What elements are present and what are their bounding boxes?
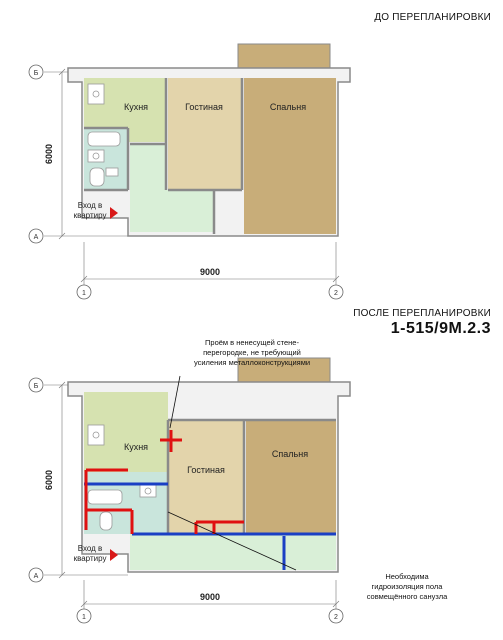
entrance-label-line1: Вход в bbox=[78, 544, 103, 553]
room-label-kitchen: Кухня bbox=[124, 442, 148, 452]
new-walls bbox=[84, 430, 244, 534]
axis-label-b: Б bbox=[34, 70, 39, 77]
axis-marker-b bbox=[28, 377, 44, 393]
loggia bbox=[237, 357, 331, 383]
note-waterproofing: Необходима гидроизоляция пола совмещённо… bbox=[352, 572, 462, 602]
room-label-living: Гостиная bbox=[185, 102, 223, 112]
axis-label-b: Б bbox=[34, 383, 39, 390]
entrance-arrow bbox=[110, 207, 118, 219]
axis-label-a: А bbox=[34, 573, 39, 580]
note-waterproof-line1: Необходима bbox=[385, 572, 429, 581]
entrance-label-line2: квартиру bbox=[74, 554, 107, 563]
axis-label-2: 2 bbox=[334, 614, 338, 621]
hall-area bbox=[130, 534, 336, 570]
room-label-bedroom: Спальня bbox=[272, 449, 308, 459]
interior-walls bbox=[84, 78, 244, 234]
axis-marker-2 bbox=[328, 284, 344, 300]
dimension-height: 6000 bbox=[44, 470, 54, 490]
bedroom-area bbox=[246, 420, 336, 534]
note-leader-waterproof bbox=[167, 511, 297, 571]
axis-label-a: А bbox=[34, 234, 39, 241]
room-label-living: Гостиная bbox=[187, 465, 225, 475]
note-leader-opening bbox=[169, 375, 181, 429]
dimension-height: 6000 bbox=[44, 144, 54, 164]
note-opening-line2: перегородке, не требующий bbox=[203, 348, 301, 357]
axis-marker-b bbox=[28, 64, 44, 80]
bedroom-area bbox=[244, 78, 336, 234]
axis-label-1: 1 bbox=[82, 614, 86, 621]
entrance-arrow bbox=[110, 549, 118, 561]
loggia bbox=[237, 43, 331, 69]
note-opening-line1: Проём в ненесущей стене- bbox=[205, 338, 299, 347]
note-opening-line3: усиления металлоконструкциями bbox=[193, 358, 311, 367]
after-title: ПОСЛЕ ПЕРЕПЛАНИРОВКИ bbox=[353, 308, 491, 319]
fixtures bbox=[87, 83, 121, 187]
room-label-kitchen: Кухня bbox=[124, 102, 148, 112]
entrance-label-line1: Вход в bbox=[78, 201, 103, 210]
fixtures bbox=[87, 424, 157, 531]
before-title: ДО ПЕРЕПЛАНИРОВКИ bbox=[374, 12, 491, 23]
note-opening: Проём в ненесущей стене- перегородке, не… bbox=[182, 338, 322, 368]
note-waterproof-line3: совмещённого санузла bbox=[366, 592, 448, 601]
hall-area bbox=[130, 144, 214, 232]
axis-marker-1 bbox=[76, 608, 92, 624]
axis-label-1: 1 bbox=[82, 290, 86, 297]
axis-marker-a bbox=[28, 567, 44, 583]
axis-label-2: 2 bbox=[334, 290, 338, 297]
axis-marker-a bbox=[28, 228, 44, 244]
note-waterproof-line2: гидроизоляция пола bbox=[371, 582, 443, 591]
dimension-width: 9000 bbox=[200, 267, 220, 277]
living-area bbox=[168, 78, 242, 190]
axis-marker-2 bbox=[328, 608, 344, 624]
room-label-bedroom: Спальня bbox=[270, 102, 306, 112]
entrance-label-line2: квартиру bbox=[74, 211, 107, 220]
project-series: 1-515/9М.2.3 bbox=[390, 320, 491, 337]
dimension-width: 9000 bbox=[200, 592, 220, 602]
axis-marker-1 bbox=[76, 284, 92, 300]
plan-before: Б А 1 2 6000 9000 Кухня Гостиная Спальня… bbox=[28, 43, 351, 300]
plan-after: Б А 1 2 6000 9000 Кухня Гостиная Спальня… bbox=[28, 357, 351, 624]
